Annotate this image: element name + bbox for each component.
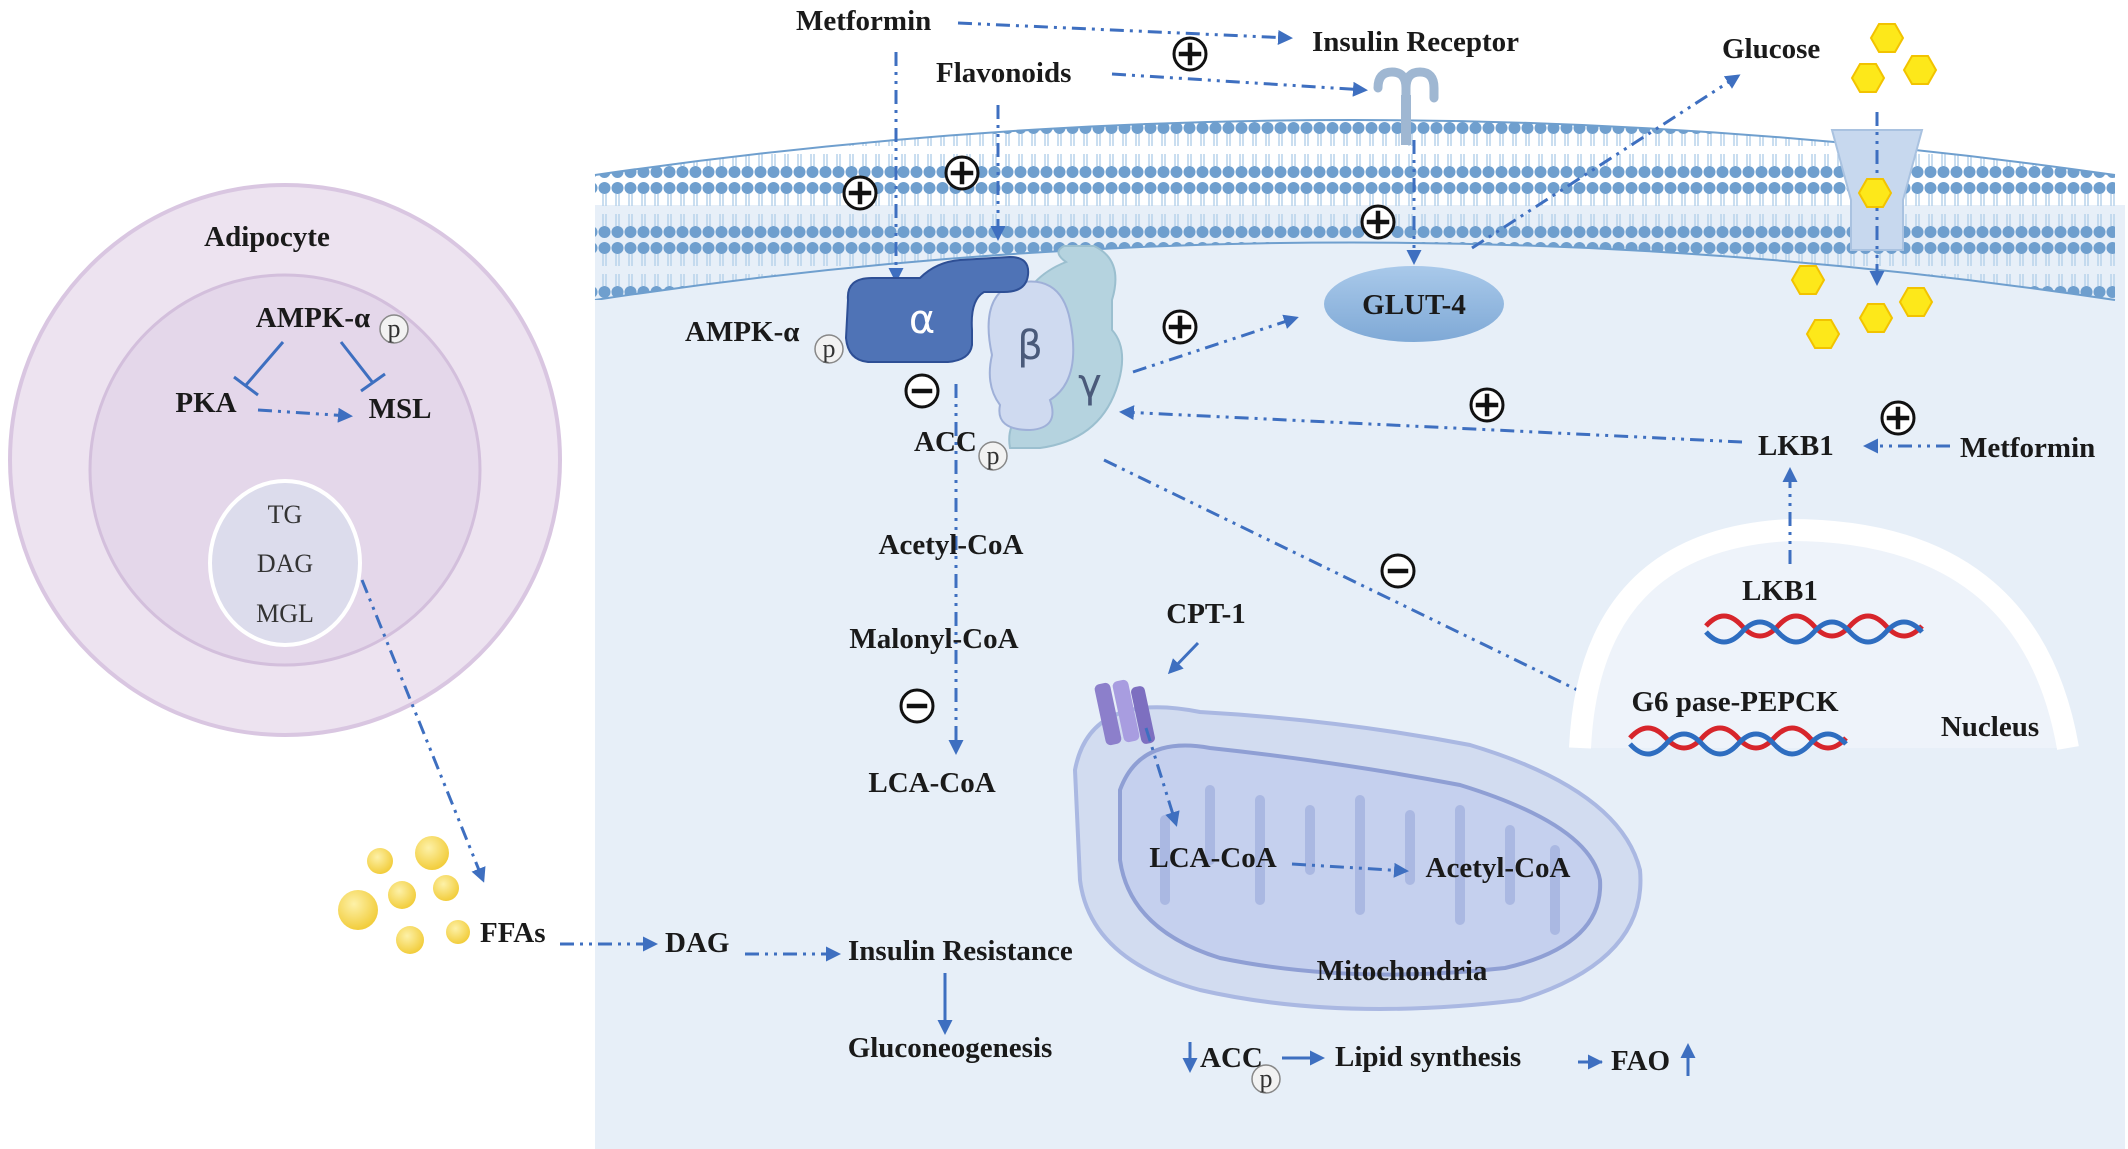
ampk-to-glut4-arrow	[1132, 314, 1299, 374]
inhibit-msl	[339, 341, 375, 384]
phospho-p-icon: p	[814, 334, 844, 364]
glut4-to-glucose-arrow	[1471, 74, 1741, 250]
gamma-label: γ	[1078, 361, 1102, 407]
minus-sign-icon	[1382, 555, 1414, 587]
ffa-droplets	[338, 836, 470, 954]
svg-text:p: p	[388, 314, 401, 343]
cpt1-label: CPT-1	[1166, 598, 1246, 630]
plus-sign-icon	[1362, 206, 1394, 238]
glut4-label: GLUT-4	[1362, 289, 1466, 321]
mito-lca-coa-label: LCA-CoA	[1149, 842, 1276, 874]
inhibit-pka	[244, 341, 285, 386]
plus-sign-icon	[1174, 38, 1206, 70]
metformin-top-label: Metformin	[796, 5, 931, 37]
glucose-label: Glucose	[1722, 33, 1820, 65]
metformin-right-label: Metformin	[1960, 432, 2095, 464]
g6pase-pepck-label: G6 pase-PEPCK	[1631, 686, 1838, 718]
insulin-receptor-label: Insulin Receptor	[1312, 26, 1519, 58]
insulin-receptor-icon	[1373, 67, 1439, 145]
glut4-transporter	[1324, 266, 1504, 342]
metformin-to-receptor-arrow	[957, 21, 1293, 45]
svg-text:p: p	[1260, 1064, 1273, 1093]
plus-sign-icon	[844, 177, 876, 209]
tg-label: TG	[268, 500, 303, 529]
svg-text:p: p	[987, 441, 1000, 470]
ampk-adipocyte-label: AMPK-α	[256, 302, 370, 334]
plus-sign-icon	[1882, 402, 1914, 434]
phospho-p-icon: p	[379, 314, 409, 344]
plus-sign-icon	[1471, 389, 1503, 421]
adipocyte-label: Adipocyte	[204, 221, 330, 253]
cpt1-pointer-arrow	[1167, 641, 1200, 675]
ampk-to-g6pase-arrow	[1103, 458, 1601, 702]
mito-acetyl-coa-label: Acetyl-CoA	[1426, 852, 1571, 884]
minus-sign-icon	[901, 690, 933, 722]
cpt1-channel-icon	[1094, 679, 1155, 746]
dna-helix-icon	[1704, 613, 1924, 645]
pka-to-msl-arrow	[257, 407, 353, 423]
plus-sign-icon	[1164, 311, 1196, 343]
fao-label: FAO	[1611, 1045, 1670, 1077]
lkb1-to-ampk-arrow	[1119, 405, 1743, 444]
phospho-p-icon: p	[1251, 1064, 1281, 1094]
pka-label: PKA	[175, 387, 236, 419]
svg-text:p: p	[823, 334, 836, 363]
lkb1-nucleus-label: LKB1	[1742, 575, 1818, 607]
ampk-label: AMPK-α	[685, 316, 799, 348]
nucleus	[1569, 518, 2079, 750]
dna-helix-icon	[1628, 725, 1848, 757]
malonyl-coa-label: Malonyl-CoA	[849, 623, 1018, 655]
lipolysis-arrow	[360, 579, 486, 883]
alpha-label: α	[909, 297, 935, 343]
lipid-droplet	[208, 479, 362, 647]
mitochondria	[1072, 705, 1643, 1011]
msl-label: MSL	[369, 393, 432, 425]
lkb1-cyto-label: LKB1	[1758, 430, 1834, 462]
beta-label: β	[1017, 323, 1043, 369]
flavonoids-to-receptor-arrow	[1111, 72, 1368, 97]
acetyl-coa-label: Acetyl-CoA	[879, 529, 1024, 561]
insulin-resistance-label: Insulin Resistance	[848, 935, 1073, 967]
nucleus-label: Nucleus	[1941, 711, 2039, 743]
alpha-subunit	[844, 255, 1030, 363]
adipocyte-cell	[8, 183, 562, 737]
mitochondria-label: Mitochondria	[1317, 955, 1488, 987]
flavonoids-label: Flavonoids	[936, 57, 1071, 89]
acc-label: ACC	[914, 426, 977, 458]
dag-lipid-label: DAG	[257, 549, 313, 578]
acc-bottom-label: ACC	[1200, 1042, 1263, 1074]
lca-coa-label: LCA-CoA	[868, 767, 995, 799]
dag-label: DAG	[665, 927, 729, 959]
phospho-p-icon: p	[978, 441, 1008, 471]
beta-subunit	[987, 280, 1075, 432]
ampk-complex	[844, 245, 1124, 449]
minus-sign-icon	[906, 375, 938, 407]
plus-sign-icon	[946, 157, 978, 189]
cpt1-import-arrow	[1144, 727, 1180, 827]
gluconeogenesis-label: Gluconeogenesis	[848, 1032, 1053, 1064]
ffas-label: FFAs	[480, 917, 546, 949]
lipid-synthesis-label: Lipid synthesis	[1335, 1041, 1521, 1073]
mgl-label: MGL	[256, 599, 314, 628]
